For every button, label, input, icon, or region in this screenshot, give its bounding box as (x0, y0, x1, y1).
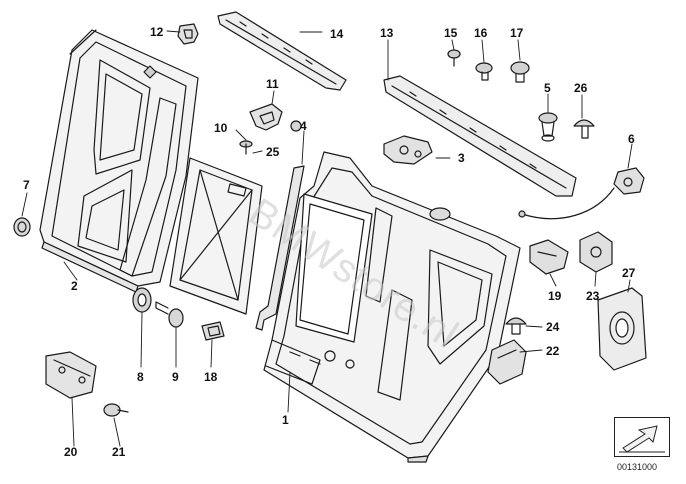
callout-20: 20 (64, 445, 78, 459)
callout-5: 5 (544, 81, 551, 95)
plate-part-20 (45, 351, 97, 399)
latch-part-3 (383, 135, 433, 165)
callout-25: 25 (266, 145, 280, 159)
rivet-part-5 (538, 112, 558, 142)
callout-21: 21 (112, 445, 126, 459)
callout-9: 9 (172, 370, 179, 384)
upper-rail-part-14 (217, 11, 347, 91)
callout-8: 8 (137, 370, 144, 384)
callout-27: 27 (622, 266, 636, 280)
callout-24: 24 (546, 320, 560, 334)
cover-part-27 (597, 287, 647, 371)
backrest-left-frame-part-2 (39, 29, 199, 293)
bracket-part-22 (487, 339, 527, 385)
vertical-strip-part-4 (255, 165, 305, 331)
callout-12: 12 (150, 25, 164, 39)
bracket-part-19 (529, 239, 569, 275)
round-cap-part-7 (13, 217, 31, 237)
callout-7: 7 (23, 178, 30, 192)
callout-19: 19 (548, 289, 562, 303)
diagram-number: 00131000 (617, 462, 658, 472)
push-clip-part-26 (573, 119, 595, 139)
callout-17: 17 (510, 26, 524, 40)
screw-part-16 (475, 62, 493, 81)
callout-16: 16 (474, 26, 488, 40)
callout-23: 23 (586, 289, 600, 303)
leader-lines (21, 30, 633, 447)
screw-part-25 (239, 140, 253, 155)
long-rail-part-13 (383, 75, 577, 197)
release-cable-part-6 (518, 167, 645, 220)
callout-10: 10 (214, 121, 228, 135)
callout-2: 2 (71, 279, 78, 293)
callout-15: 15 (444, 26, 458, 40)
callout-26: 26 (574, 81, 588, 95)
callout-18: 18 (204, 370, 218, 384)
screw-part-15 (447, 49, 461, 67)
bolt-part-21 (103, 403, 129, 417)
backrest-right-frame-part-1 (263, 151, 521, 463)
callout-22: 22 (546, 344, 560, 358)
callout-14: 14 (330, 27, 344, 41)
clip-part-12 (177, 23, 199, 45)
callout-1: 1 (282, 413, 289, 427)
callout-6: 6 (628, 132, 635, 146)
screw-part-17 (510, 61, 530, 83)
callout-13: 13 (380, 26, 394, 40)
next-page-button[interactable] (614, 417, 670, 457)
fastener-part-24 (505, 317, 527, 335)
callout-11: 11 (266, 77, 279, 91)
lock-part-23 (579, 231, 613, 273)
clip-part-18 (201, 321, 225, 341)
callout-3: 3 (458, 151, 465, 165)
callout-4: 4 (300, 119, 307, 133)
grommet-part-8 (132, 287, 152, 313)
center-trim-panel (169, 157, 263, 315)
hinge-bracket-part-11 (249, 103, 302, 132)
arrow-icon (619, 425, 665, 453)
bolt-part-9 (155, 301, 184, 328)
